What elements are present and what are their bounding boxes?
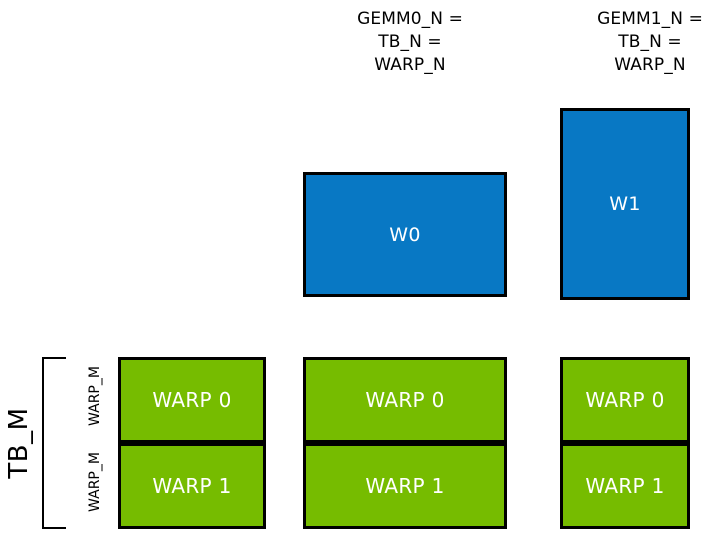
column-header-gemm1: GEMM1_N = TB_N = WARP_N [597, 9, 703, 75]
warp-group-0: WARP 0 WARP 1 [118, 357, 266, 529]
warp-cell-1-0: WARP 0 [303, 357, 507, 443]
warp-cell-0-0: WARP 0 [118, 357, 266, 443]
warp-cell-2-1: WARP 1 [560, 443, 690, 529]
tb-m-bracket [42, 357, 66, 529]
column-header-gemm0: GEMM0_N = TB_N = WARP_N [357, 9, 463, 75]
axis-label-warp-m-1: WARP_M [87, 452, 103, 512]
axis-label-warp-m-0: WARP_M [87, 366, 103, 426]
warp-cell-0-1: WARP 1 [118, 443, 266, 529]
accumulator-tile-w1: W1 [560, 108, 690, 300]
warp-group-1: WARP 0 WARP 1 [303, 357, 507, 529]
axis-label-tb-m: TB_M [4, 407, 34, 479]
accumulator-tile-w0: W0 [303, 172, 507, 297]
warp-group-2: WARP 0 WARP 1 [560, 357, 690, 529]
warp-cell-1-1: WARP 1 [303, 443, 507, 529]
warp-cell-2-0: WARP 0 [560, 357, 690, 443]
